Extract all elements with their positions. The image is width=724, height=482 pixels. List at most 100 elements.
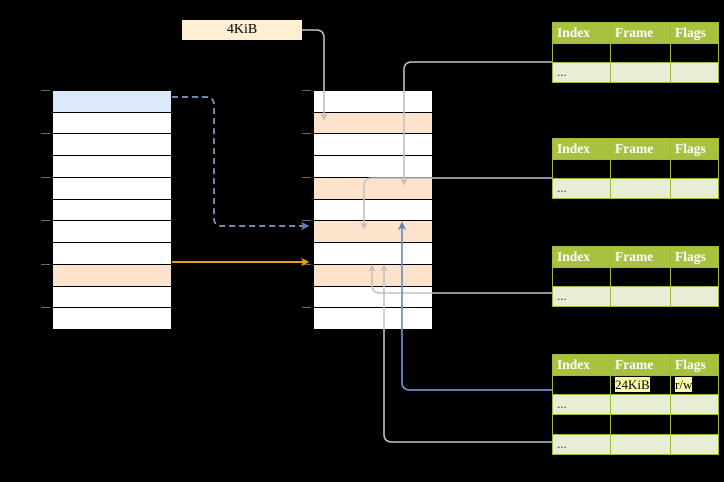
cell-frame [610,178,671,200]
cell-index: ... [552,178,611,200]
table-row[interactable]: ... [552,286,719,308]
physical-frame-tick [302,307,311,309]
cell-flags: r/w [670,266,719,288]
virtual-page-tick [41,133,50,135]
highlighted-value: 24KiB [615,376,650,392]
virtual-page-row[interactable] [52,263,172,287]
column-header-index: Index [552,354,611,376]
physical-frame-row[interactable] [313,90,433,113]
physical-frame-tick [302,90,311,91]
cell-flags [670,62,719,84]
highlighted-value: r/w [675,376,693,392]
physical-frame-row[interactable] [313,133,433,157]
virtual-page-tick [41,90,50,91]
column-header-index: Index [552,246,611,268]
virtual-page-tick [41,263,50,265]
cell-index: 8 [552,414,611,436]
physical-frame-row[interactable] [313,220,433,244]
cell-flags [670,178,719,200]
cell-flags: r/w [670,42,719,64]
cell-frame [610,286,671,308]
physical-frame-row[interactable] [313,176,433,200]
cell-flags [670,286,719,308]
cell-index: ... [552,286,611,308]
cell-frame: 32KiB [610,414,671,436]
column-header-frame: Frame [610,354,671,376]
virtual-page-row[interactable] [52,111,172,135]
physical-frame-row[interactable] [313,285,433,309]
physical-memory-column [302,90,433,330]
cell-frame: 24KiB [610,374,671,396]
cell-frame: 24KiB [610,158,671,180]
column-header-frame: Frame [610,22,671,44]
column-header-flags: Flags [670,22,719,44]
cell-index: 0 [552,42,611,64]
column-header-index: Index [552,138,611,160]
column-header-frame: Frame [610,246,671,268]
virtual-page-tick [41,307,50,309]
table-row[interactable]: ... [552,394,719,416]
page-size-label: 4KiB [182,20,302,40]
virtual-page-tick [41,220,50,222]
virtual-page-row[interactable] [52,198,172,222]
cell-flags: r/w [670,414,719,436]
virtual-page-row[interactable] [52,285,172,309]
column-header-flags: Flags [670,138,719,160]
physical-frame-row[interactable] [313,155,433,178]
physical-frame-row[interactable] [313,111,433,135]
cell-index: ... [552,434,611,455]
physical-frame-tick [302,263,311,265]
virtual-page-row[interactable] [52,242,172,265]
physical-frame-row[interactable] [313,242,433,265]
physical-frame-row[interactable] [313,263,433,287]
cell-index: ... [552,62,611,84]
cell-flags [670,434,719,455]
cell-frame: 32KiB [610,266,671,288]
cell-flags: r/w [670,158,719,180]
physical-frame-tick [302,220,311,222]
physical-frame-tick [302,133,311,135]
cell-index: 0 [552,158,611,180]
column-header-index: Index [552,22,611,44]
cell-frame [610,394,671,416]
virtual-page-row[interactable] [52,176,172,200]
column-header-flags: Flags [670,246,719,268]
table-row[interactable]: ... [552,434,719,455]
physical-frame-row[interactable] [313,307,433,330]
table-row[interactable]: ... [552,178,719,200]
cell-frame [610,62,671,84]
cell-index: 0 [552,374,611,396]
cell-index: 0 [552,266,611,288]
column-header-flags: Flags [670,354,719,376]
cell-frame [610,434,671,455]
virtual-page-row[interactable] [52,155,172,178]
cell-index: ... [552,394,611,416]
wire-virtual-blue-to-physical [172,96,310,231]
table-row[interactable]: ... [552,62,719,84]
virtual-page-row[interactable] [52,307,172,330]
column-header-frame: Frame [610,138,671,160]
virtual-page-row[interactable] [52,90,172,113]
virtual-page-row[interactable] [52,220,172,244]
cell-flags [670,394,719,416]
cell-flags: r/w [670,374,719,396]
virtual-page-row[interactable] [52,133,172,157]
virtual-page-tick [41,176,50,178]
physical-frame-tick [302,176,311,178]
cell-frame: 16KiB [610,42,671,64]
physical-frame-row[interactable] [313,198,433,222]
